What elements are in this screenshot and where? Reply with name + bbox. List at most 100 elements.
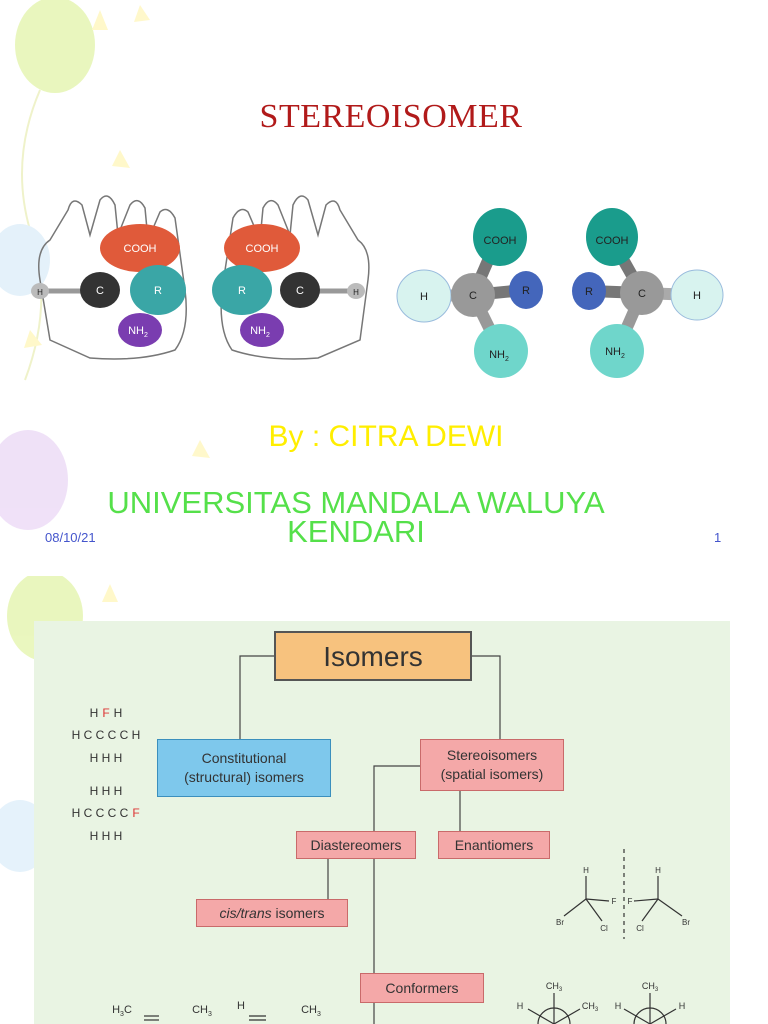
atom-label-h: H xyxy=(37,288,43,297)
isomers-root-box: Isomers xyxy=(274,631,472,681)
cis-trans-labels: H3C CH3 H CH3 xyxy=(112,1000,321,1018)
slide-date: 08/10/21 xyxy=(45,530,96,545)
conformers-box: Conformers xyxy=(360,973,484,1003)
atom-label-nh2: NH2 xyxy=(250,325,270,339)
svg-text:Cl: Cl xyxy=(600,924,608,933)
svg-text:H: H xyxy=(114,829,123,843)
svg-text:C: C xyxy=(84,728,93,742)
balloon-icon xyxy=(0,430,68,530)
atom-label-cooh: COOH xyxy=(484,235,517,247)
author-line: By : CITRA DEWI xyxy=(268,420,504,453)
atom-label-c: C xyxy=(469,290,477,302)
svg-text:CH3: CH3 xyxy=(301,1004,321,1018)
hand-molecule-left xyxy=(31,195,187,360)
balloon-icon xyxy=(15,0,95,93)
svg-text:C: C xyxy=(96,728,105,742)
diagram-connectors: H F H H C C C C H H H H H H H H C C C C xyxy=(72,655,690,1024)
newman-labels: CH3 H CH3 CH3 H H xyxy=(517,981,686,1013)
svg-text:CH3: CH3 xyxy=(642,981,659,993)
slide-number: 1 xyxy=(714,530,722,545)
svg-text:C: C xyxy=(120,728,129,742)
institution-line-1: UNIVERSITAS MANDALA WALUYA xyxy=(107,485,605,520)
atom-label-h: H xyxy=(420,291,428,303)
stereoisomers-sublabel: (spatial isomers) xyxy=(440,766,544,782)
stereoisomers-box: Stereoisomers (spatial isomers) xyxy=(420,739,564,791)
atom-label-c: C xyxy=(96,285,104,297)
atom-label-r: R xyxy=(238,285,246,297)
atom-label-r: R xyxy=(154,285,162,297)
cis-trans-structures xyxy=(144,1015,266,1021)
diastereomers-box: Diastereomers xyxy=(296,831,416,859)
enantiomers-box: Enantiomers xyxy=(438,831,550,859)
enantiomer-structures xyxy=(563,849,683,939)
svg-text:H: H xyxy=(102,829,111,843)
svg-text:F: F xyxy=(628,897,633,906)
atom-label-cooh: COOH xyxy=(596,235,629,247)
svg-text:H: H xyxy=(114,706,123,720)
svg-text:C: C xyxy=(108,806,117,820)
svg-text:C: C xyxy=(108,728,117,742)
svg-text:H: H xyxy=(114,784,123,798)
svg-text:H: H xyxy=(102,751,111,765)
svg-text:H: H xyxy=(90,751,99,765)
ball-stick-molecule-right xyxy=(572,208,724,378)
atom-label-cooh: COOH xyxy=(246,243,279,255)
atom-label-h: H xyxy=(693,290,701,302)
constitutional-label: Constitutional xyxy=(201,750,287,766)
svg-text:H3C: H3C xyxy=(112,1004,132,1018)
hand-molecule-right xyxy=(212,195,370,360)
svg-text:H: H xyxy=(72,728,81,742)
svg-text:F: F xyxy=(612,897,617,906)
svg-text:C: C xyxy=(96,806,105,820)
atom-label-r: R xyxy=(522,285,530,297)
atom-label-h: H xyxy=(353,288,359,297)
svg-text:H: H xyxy=(72,806,81,820)
atom-label-c: C xyxy=(296,285,304,297)
molecule-illustrations: COOH C R H NH2 COOH C R H NH2 H COOH R C… xyxy=(31,195,724,378)
svg-text:H: H xyxy=(517,1001,524,1011)
cis-trans-italic: cis/trans xyxy=(219,904,272,921)
svg-text:H: H xyxy=(114,751,123,765)
svg-text:H: H xyxy=(90,784,99,798)
svg-text:Br: Br xyxy=(682,918,690,927)
svg-text:H: H xyxy=(655,866,661,875)
svg-text:CH3: CH3 xyxy=(582,1001,599,1013)
svg-text:C: C xyxy=(120,806,129,820)
structural-formulas: H F H H C C C C H H H H H H H H C C C C xyxy=(72,706,141,843)
institution-line-2: KENDARI xyxy=(287,514,425,549)
svg-text:H: H xyxy=(237,1000,245,1012)
newman-projections xyxy=(527,993,677,1024)
atom-label-r: R xyxy=(585,286,593,298)
svg-text:CH3: CH3 xyxy=(192,1004,212,1018)
enantiomer-labels: H Br Cl F H Br Cl F xyxy=(556,866,690,933)
atom-label-cooh: COOH xyxy=(124,243,157,255)
isomers-slide: H F H H C C C C H H H H H H H H C C C C xyxy=(0,576,768,1024)
isomers-diagram: H F H H C C C C H H H H H H H H C C C C xyxy=(34,621,730,1024)
svg-text:H: H xyxy=(679,1001,686,1011)
svg-text:Cl: Cl xyxy=(636,924,644,933)
ball-stick-molecule-left xyxy=(396,208,543,378)
balloon-icon xyxy=(0,224,50,296)
svg-text:H: H xyxy=(615,1001,622,1011)
stereoisomers-label: Stereoisomers xyxy=(446,747,538,763)
constitutional-isomers-box: Constitutional (structural) isomers xyxy=(157,739,331,797)
atom-label-c: C xyxy=(638,288,646,300)
svg-text:H: H xyxy=(132,728,141,742)
cis-trans-suffix: isomers xyxy=(271,904,325,921)
atom-label-nh2: NH2 xyxy=(128,325,148,339)
svg-text:H: H xyxy=(102,784,111,798)
balloon-decoration xyxy=(0,0,210,530)
slide-title: STEREOISOMER xyxy=(259,98,523,135)
svg-text:F: F xyxy=(102,706,109,720)
svg-text:H: H xyxy=(90,829,99,843)
atom-label-nh2: NH2 xyxy=(605,346,625,360)
title-slide: STEREOISOMER xyxy=(0,0,724,549)
svg-text:H: H xyxy=(583,866,589,875)
svg-text:CH3: CH3 xyxy=(546,981,563,993)
svg-text:Br: Br xyxy=(556,918,564,927)
svg-text:C: C xyxy=(84,806,93,820)
svg-text:H: H xyxy=(90,706,99,720)
institution-name: UNIVERSITAS MANDALA WALUYA KENDARI xyxy=(0,485,712,549)
svg-text:F: F xyxy=(132,806,139,820)
constitutional-sublabel: (structural) isomers xyxy=(184,769,304,785)
